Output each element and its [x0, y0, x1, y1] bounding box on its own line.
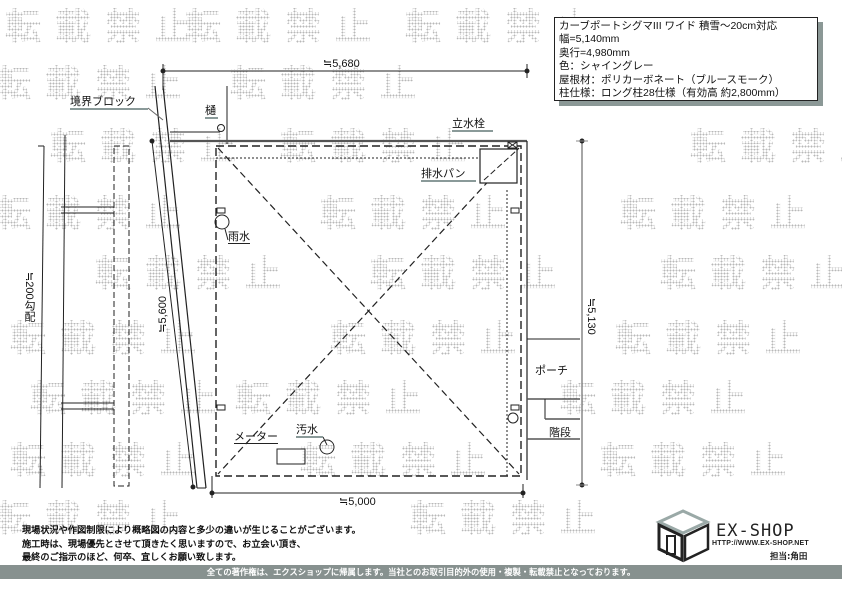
spec-roof: 屋根材：ポリカーボネート（ブルースモーク）	[559, 73, 779, 86]
carport-outline	[215, 145, 522, 477]
drain-pan-symbol	[479, 148, 518, 184]
spec-color: 色：シャイングレー	[559, 60, 654, 73]
note-line: 現場状況や作図制限により概略図の内容と多少の違いが生じることがございます。	[22, 525, 361, 536]
gutter-label: 樋	[205, 104, 216, 119]
spec-title: カーブポートシグマIII ワイド 積雪～20cm対応	[559, 20, 778, 32]
boundary-block-label: 境界ブロック	[70, 95, 136, 110]
boundary-block-line	[154, 85, 198, 489]
stairs-label: 階段	[549, 426, 571, 439]
notes: 現場状況や作図制限により概略図の内容と多少の違いが生じることがございます。 施工…	[22, 524, 361, 565]
staff-label: 担当:角田	[770, 552, 808, 562]
dim-right-label: ≒5,130	[585, 298, 597, 335]
note-line: 最終のご指示のほど、何卒、宜しくお願い致します。	[22, 552, 242, 563]
spec-depth: 奥行=4,980mm	[559, 46, 630, 59]
rainwater-label: 雨水	[228, 230, 250, 244]
sewage-symbol	[319, 439, 335, 455]
logo-url: HTTP://WWW.EX-SHOP.NET	[712, 540, 809, 547]
gutter-symbol	[217, 124, 225, 132]
dim-diagonal-label: ≒5,600	[157, 296, 169, 333]
porch-label: ポーチ	[535, 364, 568, 377]
standpipe-label: 立水栓	[452, 117, 485, 132]
note-line: 施工時は、現場優先とさせて頂きたく思いますので、お立会い頂き、	[22, 538, 306, 550]
logo-name: EX-SHOP	[716, 521, 795, 541]
left-structure	[113, 145, 130, 487]
spec-box: カーブポートシグマIII ワイド 積雪～20cm対応 幅=5,140mm 奥行=…	[554, 17, 818, 101]
spec-pillar: 柱仕様：ロング柱28仕様（有効高 約2,800mm）	[559, 87, 786, 100]
ex-shop-logo-icon	[655, 509, 711, 563]
slope-label: ≒200勾配	[23, 272, 35, 322]
spec-width: 幅=5,140mm	[559, 33, 620, 46]
dim-top-label: ≒5,680	[323, 58, 360, 70]
meter-label: メーター	[234, 430, 278, 444]
copyright-footer: 全ての著作権は、エクスショップに帰属します。当社とのお取引目的外の使用・複製・転…	[0, 565, 842, 579]
dim-bottom-label: ≒5,000	[339, 496, 376, 508]
meter-symbol	[276, 448, 306, 465]
rainwater-symbol	[214, 214, 230, 230]
drain-pan-label: 排水パン	[421, 167, 466, 182]
sewage-label: 汚水	[296, 423, 318, 438]
